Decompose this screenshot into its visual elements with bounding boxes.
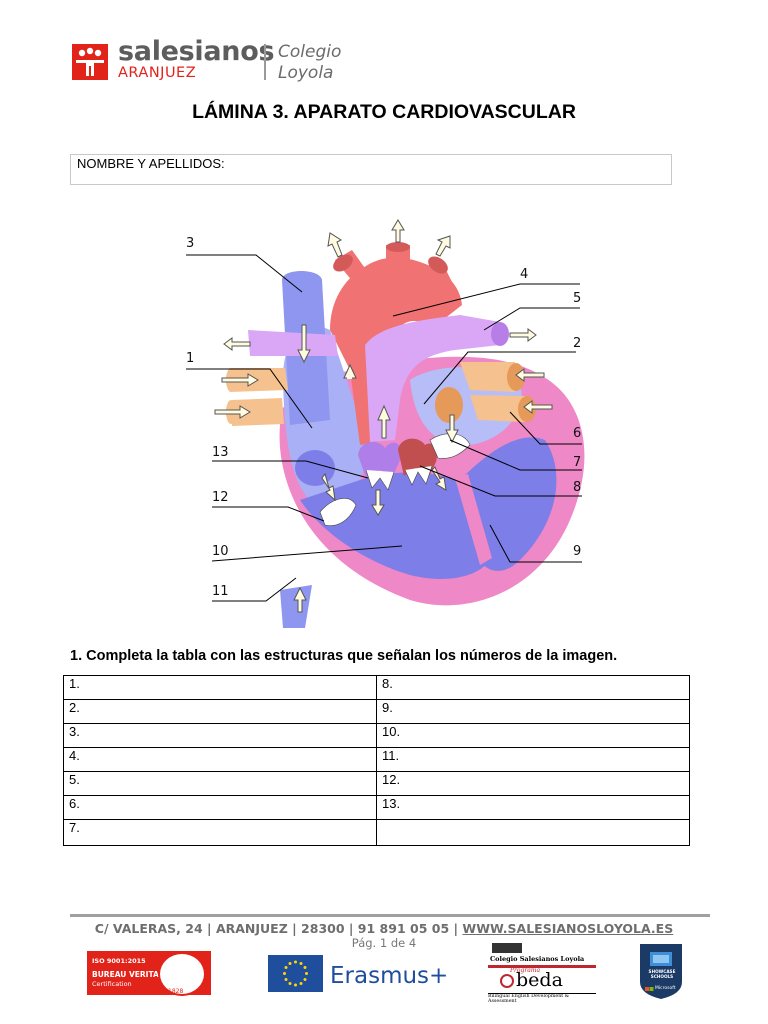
table-row: 5.12. [63, 771, 690, 796]
footer-address: C/ VALERAS, 24 | ARANJUEZ | 28300 | 91 8… [0, 921, 768, 936]
table-row: 3.10. [63, 723, 690, 748]
school-name-line2: Loyola [278, 63, 334, 83]
answer-cell[interactable]: 8. [376, 675, 690, 700]
answer-cell[interactable]: 2. [63, 699, 377, 724]
bv-iso: ISO 9001:2015 [92, 957, 146, 965]
inferior-vena-cava [280, 585, 312, 628]
label-2: 2 [573, 336, 581, 351]
address-text: C/ VALERAS, 24 | ARANJUEZ | 28300 | 91 8… [94, 921, 463, 936]
answer-cell[interactable]: 7. [63, 819, 377, 846]
answer-cell[interactable]: 13. [376, 795, 690, 820]
answer-cell[interactable]: 6. [63, 795, 377, 820]
coronary-sinus [295, 450, 335, 486]
ubeda-name: beda [516, 969, 563, 991]
footer-rule [70, 914, 710, 917]
bv-year: 1828 [168, 988, 184, 995]
answer-cell[interactable] [376, 819, 690, 846]
answer-cell[interactable]: 4. [63, 747, 377, 772]
showcase-schools-logo [640, 944, 682, 999]
table-row: 6.13. [63, 795, 690, 820]
pulmonary-valve [358, 441, 402, 478]
bv-name: BUREAU VERITAS [92, 970, 165, 979]
mitral-valve [429, 433, 471, 459]
bv-cert: Certification [92, 980, 132, 988]
label-4: 4 [520, 267, 528, 282]
school-name-line1: Colegio [278, 42, 342, 62]
ubeda-rule [488, 965, 596, 968]
answer-cell[interactable]: 9. [376, 699, 690, 724]
table-row: 2.9. [63, 699, 690, 724]
table-row: 4.11. [63, 747, 690, 772]
ubeda-program: Programa [510, 967, 541, 974]
tricuspid-valve [319, 498, 357, 526]
question-1: 1. Completa la tabla con las estructuras… [70, 648, 617, 664]
brand-name: salesianos [118, 36, 275, 67]
label-13: 13 [212, 445, 229, 460]
label-5: 5 [573, 291, 581, 306]
answer-cell[interactable]: 3. [63, 723, 377, 748]
page-number: Pág. 1 de 4 [351, 936, 417, 950]
answer-cell[interactable]: 10. [376, 723, 690, 748]
label-10: 10 [212, 544, 229, 559]
label-1: 1 [186, 351, 194, 366]
aorta [330, 257, 462, 445]
answer-cell[interactable]: 11. [376, 747, 690, 772]
pulmonary-artery [365, 315, 500, 442]
answer-cell[interactable]: 12. [376, 771, 690, 796]
ubeda-u-icon [500, 974, 514, 988]
table-row: 7. [63, 819, 690, 846]
eu-flag-icon [268, 955, 323, 992]
table-row: 1.8. [63, 675, 690, 700]
showcase-text: SHOWCASE SCHOOLS [648, 969, 676, 979]
bv-seal-icon [158, 952, 206, 996]
answer-cell[interactable]: 1. [63, 675, 377, 700]
name-field-label: NOMBRE Y APELLIDOS: [77, 156, 225, 171]
label-9: 9 [573, 544, 581, 559]
label-8: 8 [573, 480, 581, 495]
website-link[interactable]: WWW.SALESIANOSLOYOLA.ES [462, 921, 674, 936]
question-number: 1. [70, 648, 83, 664]
name-field[interactable]: NOMBRE Y APELLIDOS: [70, 154, 672, 185]
erasmus-logo-text: Erasmus+ [330, 963, 449, 989]
brand-city: ARANJUEZ [118, 65, 197, 81]
salesianos-logo-icon [72, 44, 108, 80]
label-7: 7 [573, 455, 581, 470]
label-11: 11 [212, 584, 229, 599]
page-title: LÁMINA 3. APARATO CARDIOVASCULAR [192, 101, 576, 123]
question-text: Completa la tabla con las estructuras qu… [82, 648, 618, 664]
label-6: 6 [573, 426, 581, 441]
ubeda-school: Colegio Salesianos Loyola [490, 955, 585, 963]
answer-cell[interactable]: 5. [63, 771, 377, 796]
header-divider [264, 44, 266, 80]
cambridge-crest-icon [492, 943, 522, 953]
ubeda-program-logo: Colegio Salesianos Loyola Programa beda … [488, 943, 596, 1004]
label-3: 3 [186, 236, 194, 251]
heart-diagram: 3 1 4 5 2 6 7 8 9 13 12 10 11 [186, 219, 585, 628]
label-12: 12 [212, 490, 229, 505]
ubeda-caption: Bilingual English Development & Assessme… [488, 993, 596, 1004]
microsoft-text: Microsoft [655, 986, 676, 991]
answer-table: 1.8.2.9.3.10.4.11.5.12.6.13.7. [63, 675, 690, 846]
